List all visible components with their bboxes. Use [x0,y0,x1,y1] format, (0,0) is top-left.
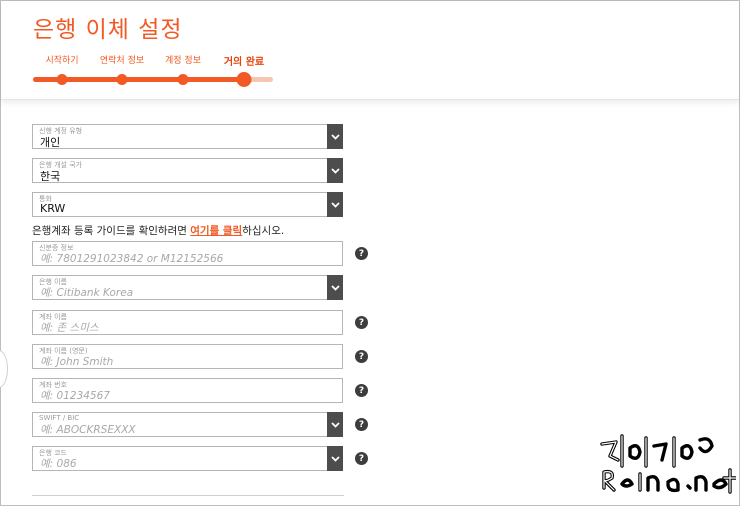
chevron-down-icon[interactable] [327,412,343,437]
account-name-field[interactable]: 계좌 이름 예: 존 스미스 [32,310,343,335]
account-number-label: 계좌 번호 [39,381,67,389]
bank-name-placeholder: 예: Citibank Korea [40,287,134,299]
chevron-down-icon[interactable] [327,124,343,149]
registration-guide: 은행계좌 등록 가이드를 확인하려면 여기를 클릭하십시오. [32,223,284,238]
step-label-contact: 연락처 정보 [99,56,145,66]
header: 은행 이체 설정 시작하기 연락처 정보 계정 정보 거의 완료 [1,1,739,100]
step-dot-almost-done[interactable] [236,72,252,87]
help-icon[interactable]: ? [355,384,368,397]
account-type-select[interactable]: 신행 계정 유형 개인 [32,124,343,149]
guide-text-after: 하십시오. [242,225,285,237]
guide-text-before: 은행계좌 등록 가이드를 확인하려면 [32,225,191,237]
form-divider [32,495,344,496]
help-icon[interactable]: ? [355,316,368,329]
progress-fill [33,77,245,82]
bank-code-select[interactable]: 은행 코드 예: 086 [32,446,343,471]
step-dot-account[interactable] [177,74,189,85]
guide-link[interactable]: 여기를 클릭 [190,225,243,237]
account-type-value: 개인 [40,136,61,149]
id-number-placeholder: 예: 7801291023842 or M12152566 [40,253,224,265]
account-name-en-field[interactable]: 계좌 이름 (영문) 예: John Smith [32,344,343,369]
swift-select[interactable]: SWIFT / BIC 예: ABOCKRSEXXX [32,412,343,437]
step-dot-contact[interactable] [116,74,128,85]
account-name-placeholder: 예: 존 스미스 [40,322,99,334]
step-label-account: 계정 정보 [165,56,201,66]
id-number-field[interactable]: 신분증 정보 예: 7801291023842 or M12152566 [32,241,343,266]
chevron-down-icon[interactable] [327,275,343,300]
chevron-down-icon[interactable] [327,446,343,471]
bank-name-select[interactable]: 은행 이름 예: Citibank Korea [32,275,343,300]
step-label-almost-done: 거의 완료 [223,57,265,68]
id-number-label: 신분증 정보 [39,244,74,252]
bank-name-label: 은행 이름 [39,278,67,286]
step-dot-start[interactable] [56,74,68,85]
signature-watermark [600,434,736,494]
progress-steps: 시작하기 연락처 정보 계정 정보 거의 완료 [33,53,273,93]
account-name-label: 계좌 이름 [39,313,67,321]
swift-label: SWIFT / BIC [39,414,80,422]
step-label-start: 시작하기 [45,56,79,66]
swift-placeholder: 예: ABOCKRSEXXX [40,424,136,436]
bank-code-placeholder: 예: 086 [40,458,77,470]
account-number-field[interactable]: 계좌 번호 예: 01234567 [32,378,343,403]
country-select[interactable]: 은행 개설 국가 한국 [32,158,343,183]
account-name-en-label: 계좌 이름 (영문) [39,347,88,355]
help-icon[interactable]: ? [355,350,368,363]
account-type-label: 신행 계정 유형 [39,127,83,135]
account-name-en-placeholder: 예: John Smith [40,356,114,368]
chevron-down-icon[interactable] [327,158,343,183]
country-label: 은행 개설 국가 [39,161,83,169]
bank-code-label: 은행 코드 [39,449,67,457]
currency-select[interactable]: 통화 KRW [32,192,343,217]
help-icon[interactable]: ? [355,418,368,431]
chevron-down-icon[interactable] [327,192,343,217]
help-icon[interactable]: ? [355,247,368,260]
account-number-placeholder: 예: 01234567 [40,390,110,402]
page-title: 은행 이체 설정 [33,17,183,43]
currency-value: KRW [40,202,66,215]
help-icon[interactable]: ? [355,452,368,465]
country-value: 한국 [40,170,61,183]
currency-label: 통화 [39,195,52,203]
